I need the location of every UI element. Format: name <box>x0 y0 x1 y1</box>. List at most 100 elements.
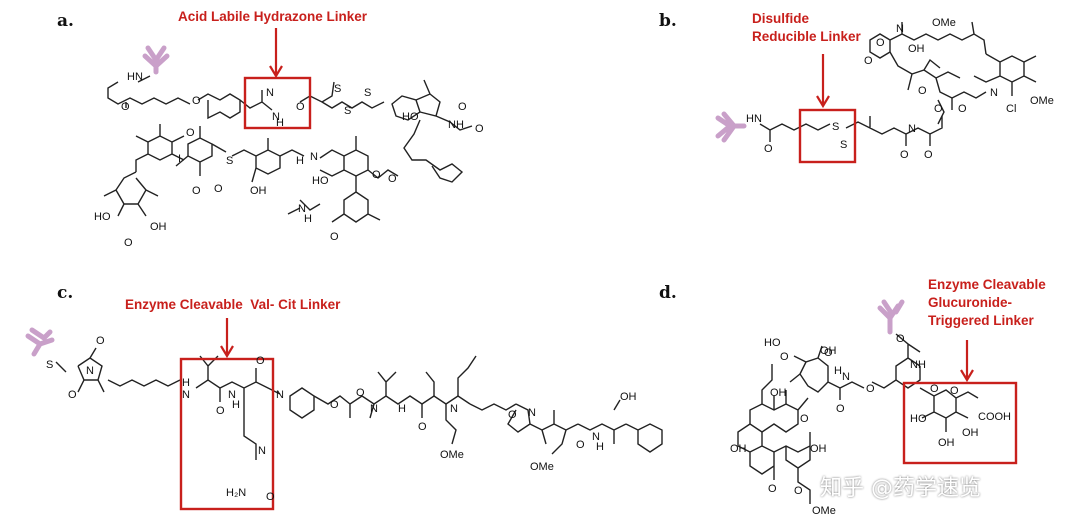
atom-label: OH <box>810 443 827 455</box>
panel-a-letter: a. <box>57 11 74 31</box>
atom-label: OH <box>962 427 979 439</box>
atom-label: N <box>276 389 284 401</box>
atom-label: S <box>226 155 233 167</box>
atom-label: OMe <box>812 505 836 517</box>
atom-label: O <box>121 101 130 113</box>
atom-label: O <box>68 389 77 401</box>
atom-label: O <box>372 169 381 181</box>
atom-label: HN <box>127 71 143 83</box>
atom-label: HO <box>312 175 329 187</box>
atom-label: O <box>186 127 195 139</box>
atom-label: N <box>258 445 266 457</box>
atom-label: OH <box>908 43 925 55</box>
watermark: 知乎 @药学速览 <box>820 476 981 501</box>
panel-c-linker-label: Enzyme Cleavable Val- Cit Linker <box>125 297 341 312</box>
atom-label: O <box>418 421 427 433</box>
atom-label: OMe <box>932 17 956 29</box>
atom-label: OH <box>730 443 747 455</box>
panel-a-arrow <box>269 28 283 79</box>
atom-label: O <box>330 231 339 243</box>
atom-label: O <box>866 383 875 395</box>
antibody-icon-b <box>715 111 747 143</box>
panel-c-highlight-box <box>179 357 275 511</box>
atom-label: O <box>96 335 105 347</box>
atom-label: S <box>46 359 53 371</box>
atom-label: O <box>780 351 789 363</box>
atom-label: S <box>344 105 351 117</box>
atom-label: O <box>475 123 484 135</box>
atom-label: O <box>214 183 223 195</box>
atom-label: O <box>824 347 833 359</box>
atom-label: O <box>864 55 873 67</box>
atom-label: NH <box>448 119 464 131</box>
atom-label: N <box>182 389 190 401</box>
atom-label: N <box>370 403 378 415</box>
atom-label: I <box>178 153 181 165</box>
atom-label: OMe <box>1030 95 1054 107</box>
atom-label: S <box>364 87 371 99</box>
atom-label: O <box>124 237 133 249</box>
atom-label: OH <box>620 391 637 403</box>
atom-label: H <box>398 403 406 415</box>
panel-a-highlight-box <box>243 76 312 130</box>
atom-label: N <box>592 431 600 443</box>
atom-label: O <box>958 103 967 115</box>
panel-d-linker-label: Enzyme Cleavable Glucuronide- Triggered … <box>928 277 1046 328</box>
atom-label: OH <box>770 387 787 399</box>
atom-label: O <box>800 413 809 425</box>
antibody-icon-a <box>142 45 170 75</box>
atom-label: N <box>298 203 306 215</box>
atom-label: N <box>528 407 536 419</box>
atom-label: N <box>990 87 998 99</box>
atom-label: O <box>900 149 909 161</box>
atom-label: O <box>924 149 933 161</box>
panel-b-linker-label: Disulfide Reducible Linker <box>752 11 861 44</box>
atom-label: N <box>310 151 318 163</box>
atom-label: OH <box>250 185 267 197</box>
panel-a-linker-label: Acid Labile Hydrazone Linker <box>178 9 368 24</box>
atom-label: O <box>192 185 201 197</box>
atom-label: O <box>794 485 803 497</box>
atom-label: HO <box>910 413 927 425</box>
panel-b-arrow <box>816 54 830 109</box>
atom-label: S <box>840 139 847 151</box>
panel-b-structure <box>759 21 1037 146</box>
atom-label: H₂N <box>226 487 246 499</box>
panel-c-arrow <box>220 318 234 359</box>
panel-a-structure <box>103 75 473 223</box>
atom-label: H <box>834 365 842 377</box>
atom-label: O <box>356 387 365 399</box>
atom-label: O <box>918 85 927 97</box>
atom-label: HO <box>402 111 419 123</box>
atom-label: O <box>388 173 397 185</box>
atom-label: H <box>276 117 284 129</box>
atom-label: O <box>930 383 939 395</box>
atom-label: N <box>266 87 274 99</box>
atom-label: O <box>256 355 265 367</box>
atom-label: OH <box>820 345 837 357</box>
atom-label: H <box>596 441 604 453</box>
atom-label: N <box>896 23 904 35</box>
atom-label: N <box>842 371 850 383</box>
atom-label: N <box>228 389 236 401</box>
atom-label: O <box>934 103 943 115</box>
atom-label: O <box>192 95 201 107</box>
atom-label: H <box>304 213 312 225</box>
atom-label: H <box>232 399 240 411</box>
antibody-icon-c <box>25 327 55 357</box>
atom-label: HN <box>746 113 762 125</box>
atom-label: OH <box>938 437 955 449</box>
atom-label: H <box>182 377 190 389</box>
atom-label: NH <box>910 359 926 371</box>
panel-d-highlight-box <box>902 381 1018 465</box>
panel-c-letter: c. <box>57 283 74 303</box>
atom-label: Cl <box>1006 103 1016 115</box>
atom-label: COOH <box>978 411 1011 423</box>
atom-label: OH <box>150 221 167 233</box>
panel-c-structure <box>55 347 663 460</box>
atom-label: H <box>296 155 304 167</box>
atom-label: HO <box>764 337 781 349</box>
atom-label: N <box>272 111 280 123</box>
atom-label: O <box>330 399 339 411</box>
